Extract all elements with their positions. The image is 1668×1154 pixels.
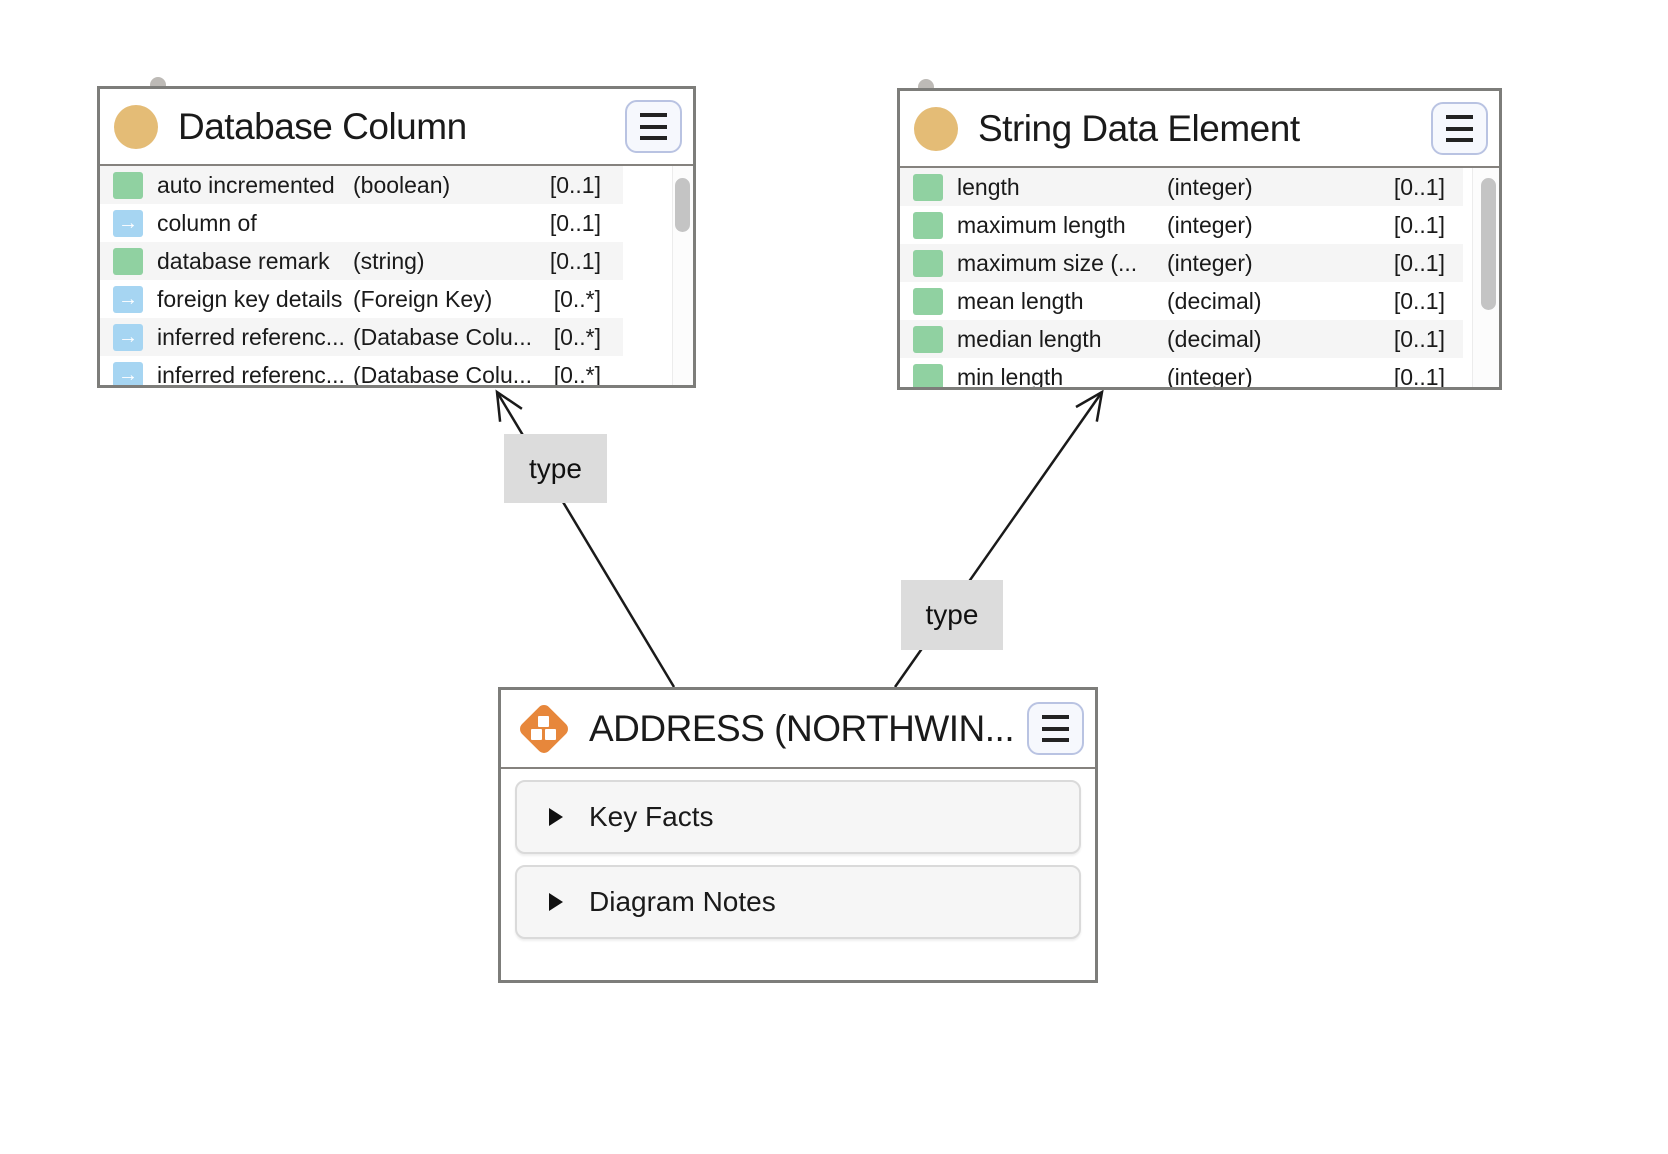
property-row[interactable]: maximum size (... (integer) [0..1]: [900, 244, 1463, 282]
property-cardinality: [0..*]: [553, 361, 601, 386]
triangle-right-icon: [549, 893, 563, 911]
property-type: (decimal): [1167, 325, 1262, 352]
property-row[interactable]: inferred referenc... (Database Colu... […: [100, 318, 623, 356]
section-label: Diagram Notes: [589, 886, 776, 917]
property-cardinality: [0..1]: [1393, 325, 1445, 352]
class-circle-icon: [914, 106, 958, 151]
property-row[interactable]: maximum length (integer) [0..1]: [900, 206, 1463, 244]
property-type: (integer): [1167, 363, 1253, 388]
menu-button[interactable]: [625, 100, 682, 153]
node-title: Database Column: [178, 105, 467, 147]
property-cardinality: [0..*]: [553, 285, 601, 312]
property-cardinality: [0..1]: [1393, 249, 1445, 276]
node-header[interactable]: String Data Element: [900, 91, 1499, 168]
node-title: String Data Element: [978, 107, 1300, 149]
scrollbar-thumb[interactable]: [1481, 178, 1496, 310]
property-row[interactable]: inferred referenc... (Database Colu... […: [100, 356, 623, 385]
property-row[interactable]: database remark (string) [0..1]: [100, 242, 623, 280]
attribute-icon: [913, 249, 943, 277]
property-type: (string): [353, 247, 425, 274]
property-type: (Foreign Key): [353, 285, 493, 312]
property-name: foreign key details: [157, 285, 343, 312]
section-list: Key Facts Diagram Notes: [501, 780, 1095, 939]
edge-label-type[interactable]: type: [504, 434, 607, 503]
property-name: maximum size (...: [957, 249, 1138, 276]
hamburger-icon: [1446, 115, 1473, 142]
property-name: auto incremented: [157, 171, 335, 198]
property-type: (Database Colu...: [353, 361, 532, 386]
property-row[interactable]: mean length (decimal) [0..1]: [900, 282, 1463, 320]
section-label: Key Facts: [589, 801, 714, 832]
scrollbar-thumb[interactable]: [675, 178, 690, 232]
property-name: length: [957, 173, 1020, 200]
menu-button[interactable]: [1027, 702, 1084, 755]
attribute-icon: [913, 325, 943, 353]
attribute-icon: [913, 173, 943, 201]
property-name: database remark: [157, 247, 330, 274]
triangle-right-icon: [549, 808, 563, 826]
attribute-icon: [913, 287, 943, 315]
property-type: (integer): [1167, 249, 1253, 276]
property-type: (decimal): [1167, 287, 1262, 314]
collapsible-section[interactable]: Key Facts: [515, 780, 1081, 854]
property-row[interactable]: min length (integer) [0..1]: [900, 358, 1463, 387]
attribute-icon: [113, 247, 143, 275]
property-row[interactable]: column of [0..1]: [100, 204, 623, 242]
relation-icon: [113, 323, 143, 351]
class-circle-icon: [114, 104, 158, 149]
property-cardinality: [0..*]: [553, 323, 601, 350]
node-address[interactable]: ADDRESS (NORTHWIN... Key Facts Diagram N…: [498, 687, 1098, 983]
properties-list: length (integer) [0..1] maximum length (…: [900, 168, 1499, 387]
property-row[interactable]: length (integer) [0..1]: [900, 168, 1463, 206]
property-row[interactable]: auto incremented (boolean) [0..1]: [100, 166, 623, 204]
property-cardinality: [0..1]: [1393, 173, 1445, 200]
property-cardinality: [0..1]: [1393, 287, 1445, 314]
scrollbar[interactable]: [672, 166, 693, 385]
dataset-diamond-icon: [517, 701, 571, 756]
property-name: mean length: [957, 287, 1084, 314]
property-name: inferred referenc...: [157, 361, 345, 386]
property-type: (boolean): [353, 171, 451, 198]
property-cardinality: [0..1]: [549, 209, 601, 236]
relation-icon: [113, 285, 143, 313]
relation-icon: [113, 361, 143, 385]
hamburger-icon: [1042, 715, 1069, 742]
property-cardinality: [0..1]: [1393, 363, 1445, 388]
property-name: inferred referenc...: [157, 323, 345, 350]
collapsible-section[interactable]: Diagram Notes: [515, 865, 1081, 939]
property-row[interactable]: median length (decimal) [0..1]: [900, 320, 1463, 358]
node-database-column[interactable]: Database Column auto incremented (boolea…: [97, 86, 696, 388]
property-type: (integer): [1167, 173, 1253, 200]
property-name: median length: [957, 325, 1102, 352]
node-header[interactable]: ADDRESS (NORTHWIN...: [501, 690, 1095, 769]
scrollbar[interactable]: [1472, 168, 1499, 387]
node-string-data-element[interactable]: String Data Element length (integer) [0.…: [897, 88, 1502, 390]
properties-list: auto incremented (boolean) [0..1] column…: [100, 166, 693, 385]
property-cardinality: [0..1]: [549, 247, 601, 274]
property-type: (integer): [1167, 211, 1253, 238]
edge-label-type[interactable]: type: [901, 580, 1003, 650]
node-header[interactable]: Database Column: [100, 89, 693, 166]
property-row[interactable]: foreign key details (Foreign Key) [0..*]: [100, 280, 623, 318]
arrowhead-icon: [495, 389, 523, 422]
property-cardinality: [0..1]: [1393, 211, 1445, 238]
menu-button[interactable]: [1431, 102, 1488, 155]
node-title: ADDRESS (NORTHWIN...: [589, 707, 1015, 749]
attribute-icon: [913, 211, 943, 239]
hamburger-icon: [640, 113, 667, 140]
property-type: (Database Colu...: [353, 323, 532, 350]
property-name: min length: [957, 363, 1064, 388]
arrowhead-icon: [1075, 389, 1104, 422]
property-name: maximum length: [957, 211, 1126, 238]
relation-icon: [113, 209, 143, 237]
attribute-icon: [113, 171, 143, 199]
property-cardinality: [0..1]: [549, 171, 601, 198]
property-name: column of: [157, 209, 257, 236]
attribute-icon: [913, 363, 943, 387]
